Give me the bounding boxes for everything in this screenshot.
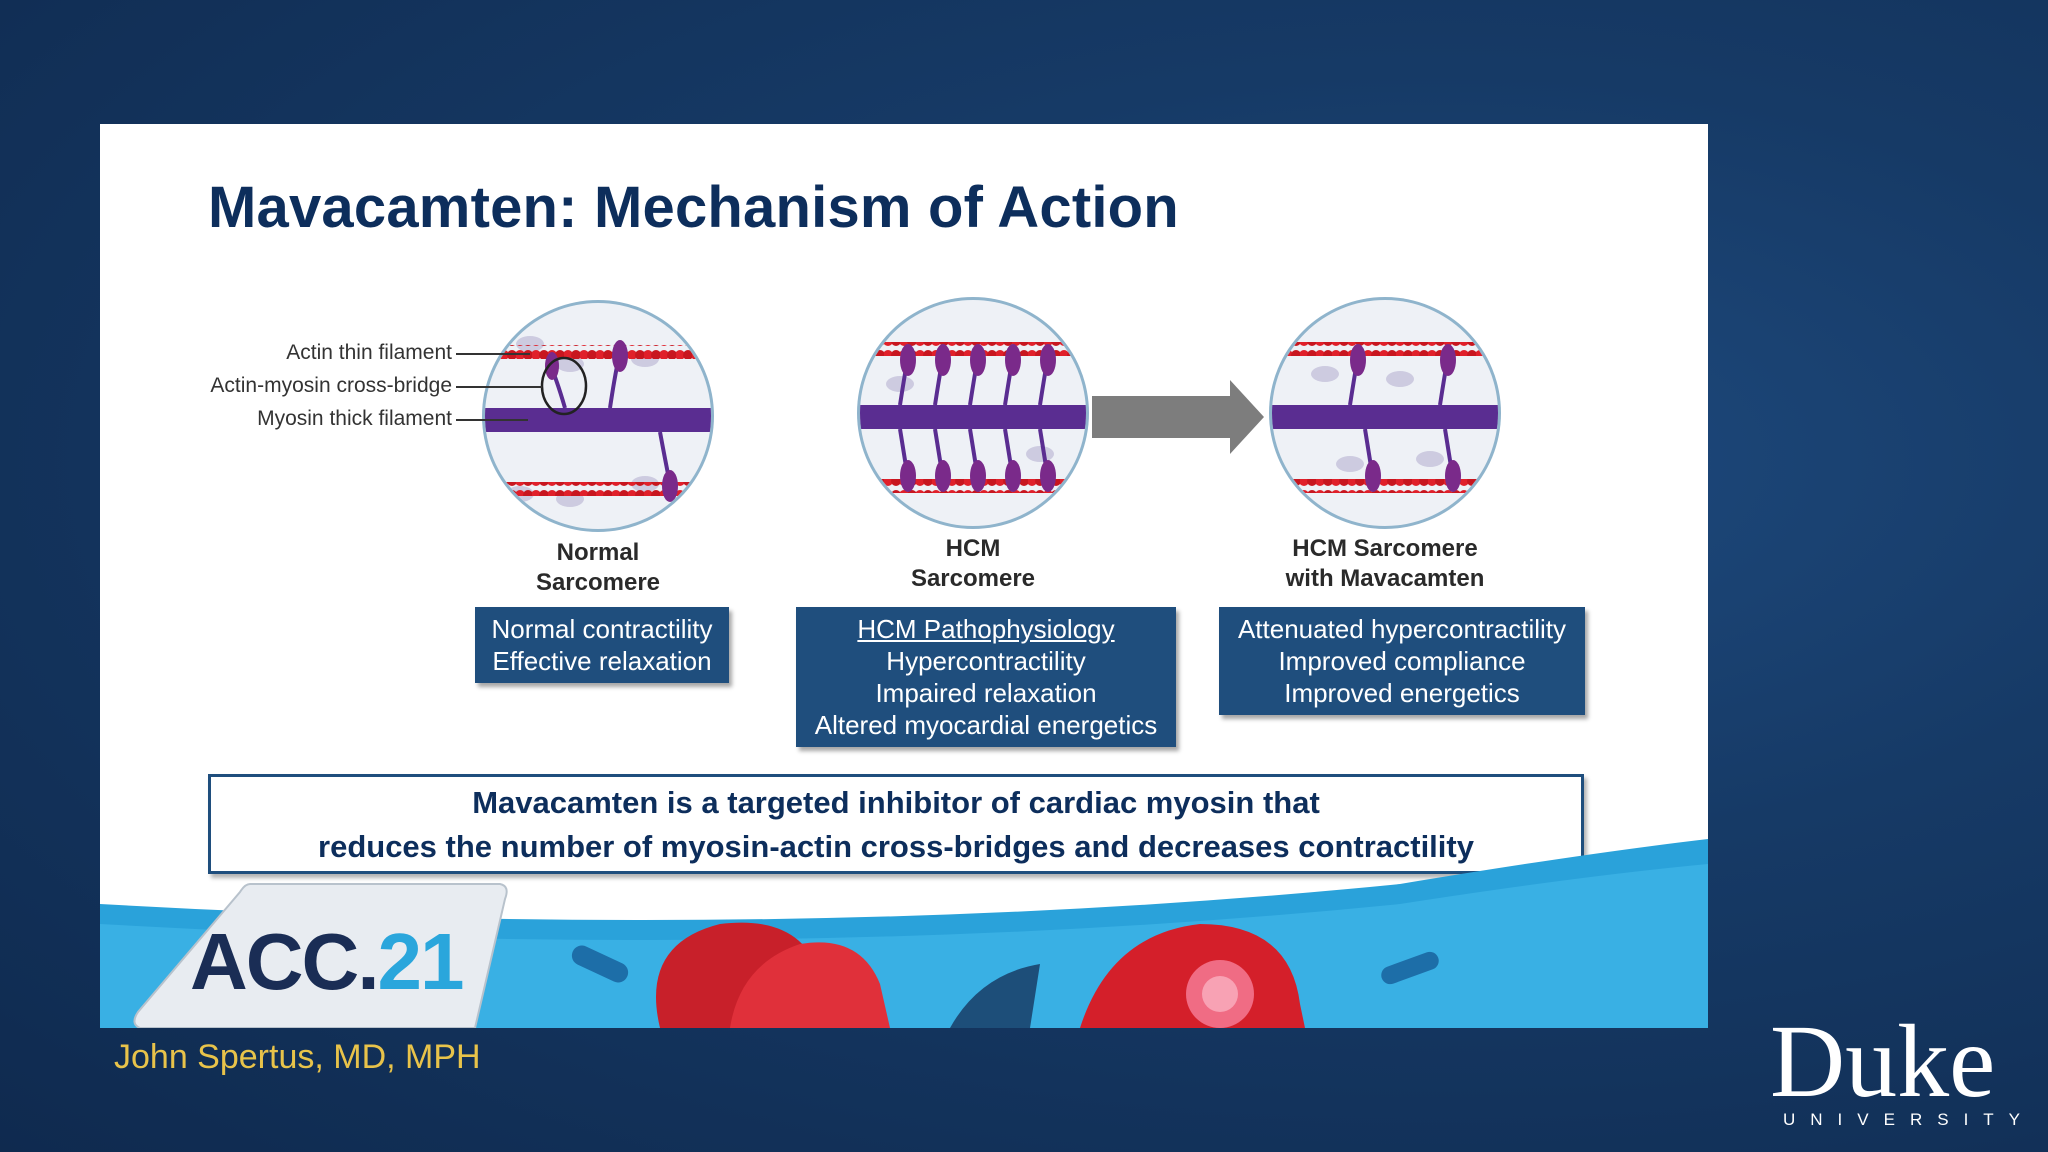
acc-logo-card [133, 883, 508, 1028]
infobox-hcm-mavacamten: Attenuated hypercontractility Improved c… [1219, 607, 1585, 715]
sarcomere-diagram [456, 297, 1501, 532]
heart-illustration [571, 922, 1439, 1028]
summary-box: Mavacamten is a targeted inhibitor of ca… [208, 774, 1584, 874]
duke-logo: Duke [1770, 1004, 1996, 1119]
panel-title-normal: Normal Sarcomere [535, 539, 661, 596]
duke-university-label: UNIVERSITY [1783, 1110, 2036, 1129]
acc-banner [100, 839, 1708, 1028]
label-cross-bridge: Actin-myosin cross-bridge [210, 374, 452, 397]
label-actin-thin-filament: Actin thin filament [286, 341, 452, 364]
panel-title-hcm-mavacamten: HCM Sarcomere with Mavacamten [1285, 535, 1485, 592]
hcm-mavacamten-sarcomere-circle [1269, 297, 1501, 529]
infobox-normal: Normal contractility Effective relaxatio… [475, 607, 729, 683]
hcm-sarcomere-circle [857, 297, 1089, 529]
arrow-label: Mavacamten [1078, 522, 1196, 543]
label-myosin-thick-filament: Myosin thick filament [257, 407, 452, 430]
slide-title: Mavacamten: Mechanism of Action [208, 175, 1179, 240]
infobox-hcm: HCM Pathophysiology Hypercontractility I… [796, 607, 1176, 747]
presenter-name: John Spertus, MD, MPH [114, 1038, 481, 1076]
panel-title-hcm: HCM Sarcomere [910, 535, 1036, 592]
acc-logo: ACC.21 [190, 917, 465, 1006]
mavacamten-arrow [1092, 380, 1264, 454]
slide-panel: Mavacamten: Mechanism of Action [100, 124, 1708, 1028]
